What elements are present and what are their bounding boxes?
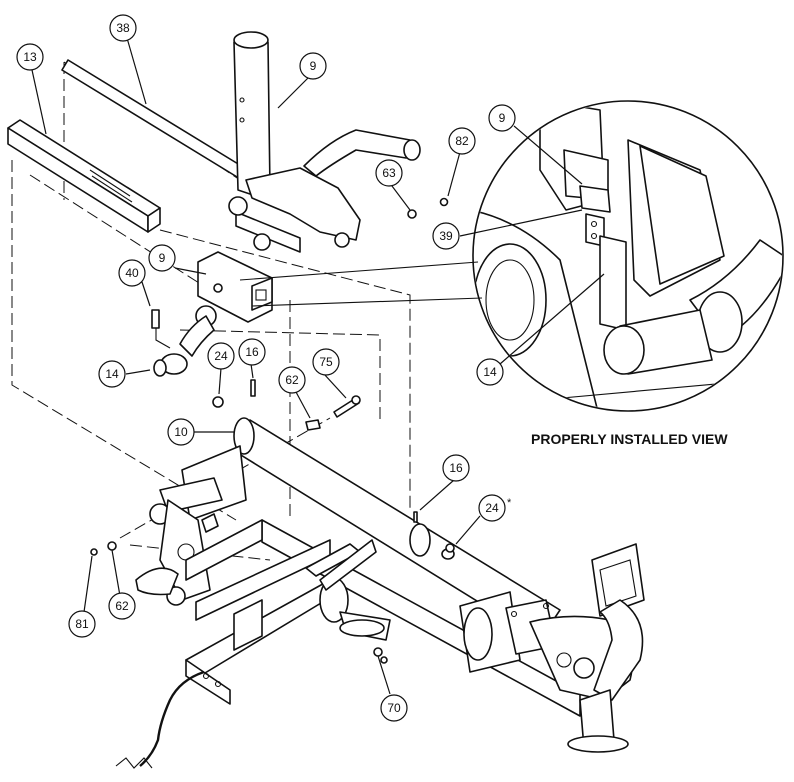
callout-9-top: 9 [299,52,327,80]
rod-part-38 [61,59,250,182]
callout-14-detail-label: 14 [483,365,497,379]
leader-lines [31,37,605,695]
callout-13-label: 13 [23,50,37,64]
callout-40: 40 [118,259,146,287]
callout-24-right: 24 * [478,494,512,522]
right-end-assembly [409,523,645,753]
callout-38-label: 38 [116,21,130,35]
callout-16-right-label: 16 [449,461,463,475]
callout-39: 39 [432,222,460,250]
callout-40-label: 40 [125,266,139,280]
callout-62-mid-label: 62 [285,373,299,387]
callout-9-mid: 9 [148,244,176,272]
detail-view-circle [472,100,784,412]
detail-connector-lines [239,261,483,307]
callout-14-left-label: 14 [105,367,119,381]
callout-9-top-label: 9 [310,59,317,73]
callout-38: 38 [109,14,137,42]
callout-70-label: 70 [387,701,401,715]
callout-70: 70 [380,694,408,722]
callout-81: 81 [68,610,96,638]
callout-16-left-label: 16 [245,345,259,359]
callout-81-label: 81 [75,617,89,631]
base-frame [185,519,581,717]
bracket-assembly-mid [151,251,273,377]
callout-24-left-label: 24 [214,349,228,363]
main-frame-tube-part-10 [135,417,561,641]
detail-caption: PROPERLY INSTALLED VIEW [531,431,728,447]
callout-13: 13 [16,43,44,71]
callout-10: 10 [167,418,195,446]
callout-16-left: 16 [238,338,266,366]
callout-75-label: 75 [319,355,333,369]
cable [115,670,205,769]
callout-82: 82 [448,127,476,155]
callout-39-label: 39 [439,229,453,243]
callout-9-detail: 9 [488,104,516,132]
upright-post-part-9 [228,31,421,253]
callout-82-label: 82 [455,134,469,148]
callout-14-detail: 14 [476,358,504,386]
callout-16-right: 16 [442,454,470,482]
callout-63: 63 [375,159,403,187]
callout-62-low: 62 [108,592,136,620]
callout-62-low-label: 62 [115,599,129,613]
callout-9-mid-label: 9 [159,251,166,265]
callout-10-label: 10 [174,425,188,439]
footnote-star: * [507,497,512,509]
square-tube-part-13 [7,119,161,233]
callout-24-right-label: 24 [485,501,499,515]
callout-62-mid: 62 [278,366,306,394]
callout-63-label: 63 [382,166,396,180]
hardware [90,197,455,664]
callout-9-detail-label: 9 [499,111,506,125]
callout-24-left: 24 [207,342,235,370]
callout-75: 75 [312,348,340,376]
callout-14-left: 14 [98,360,126,388]
